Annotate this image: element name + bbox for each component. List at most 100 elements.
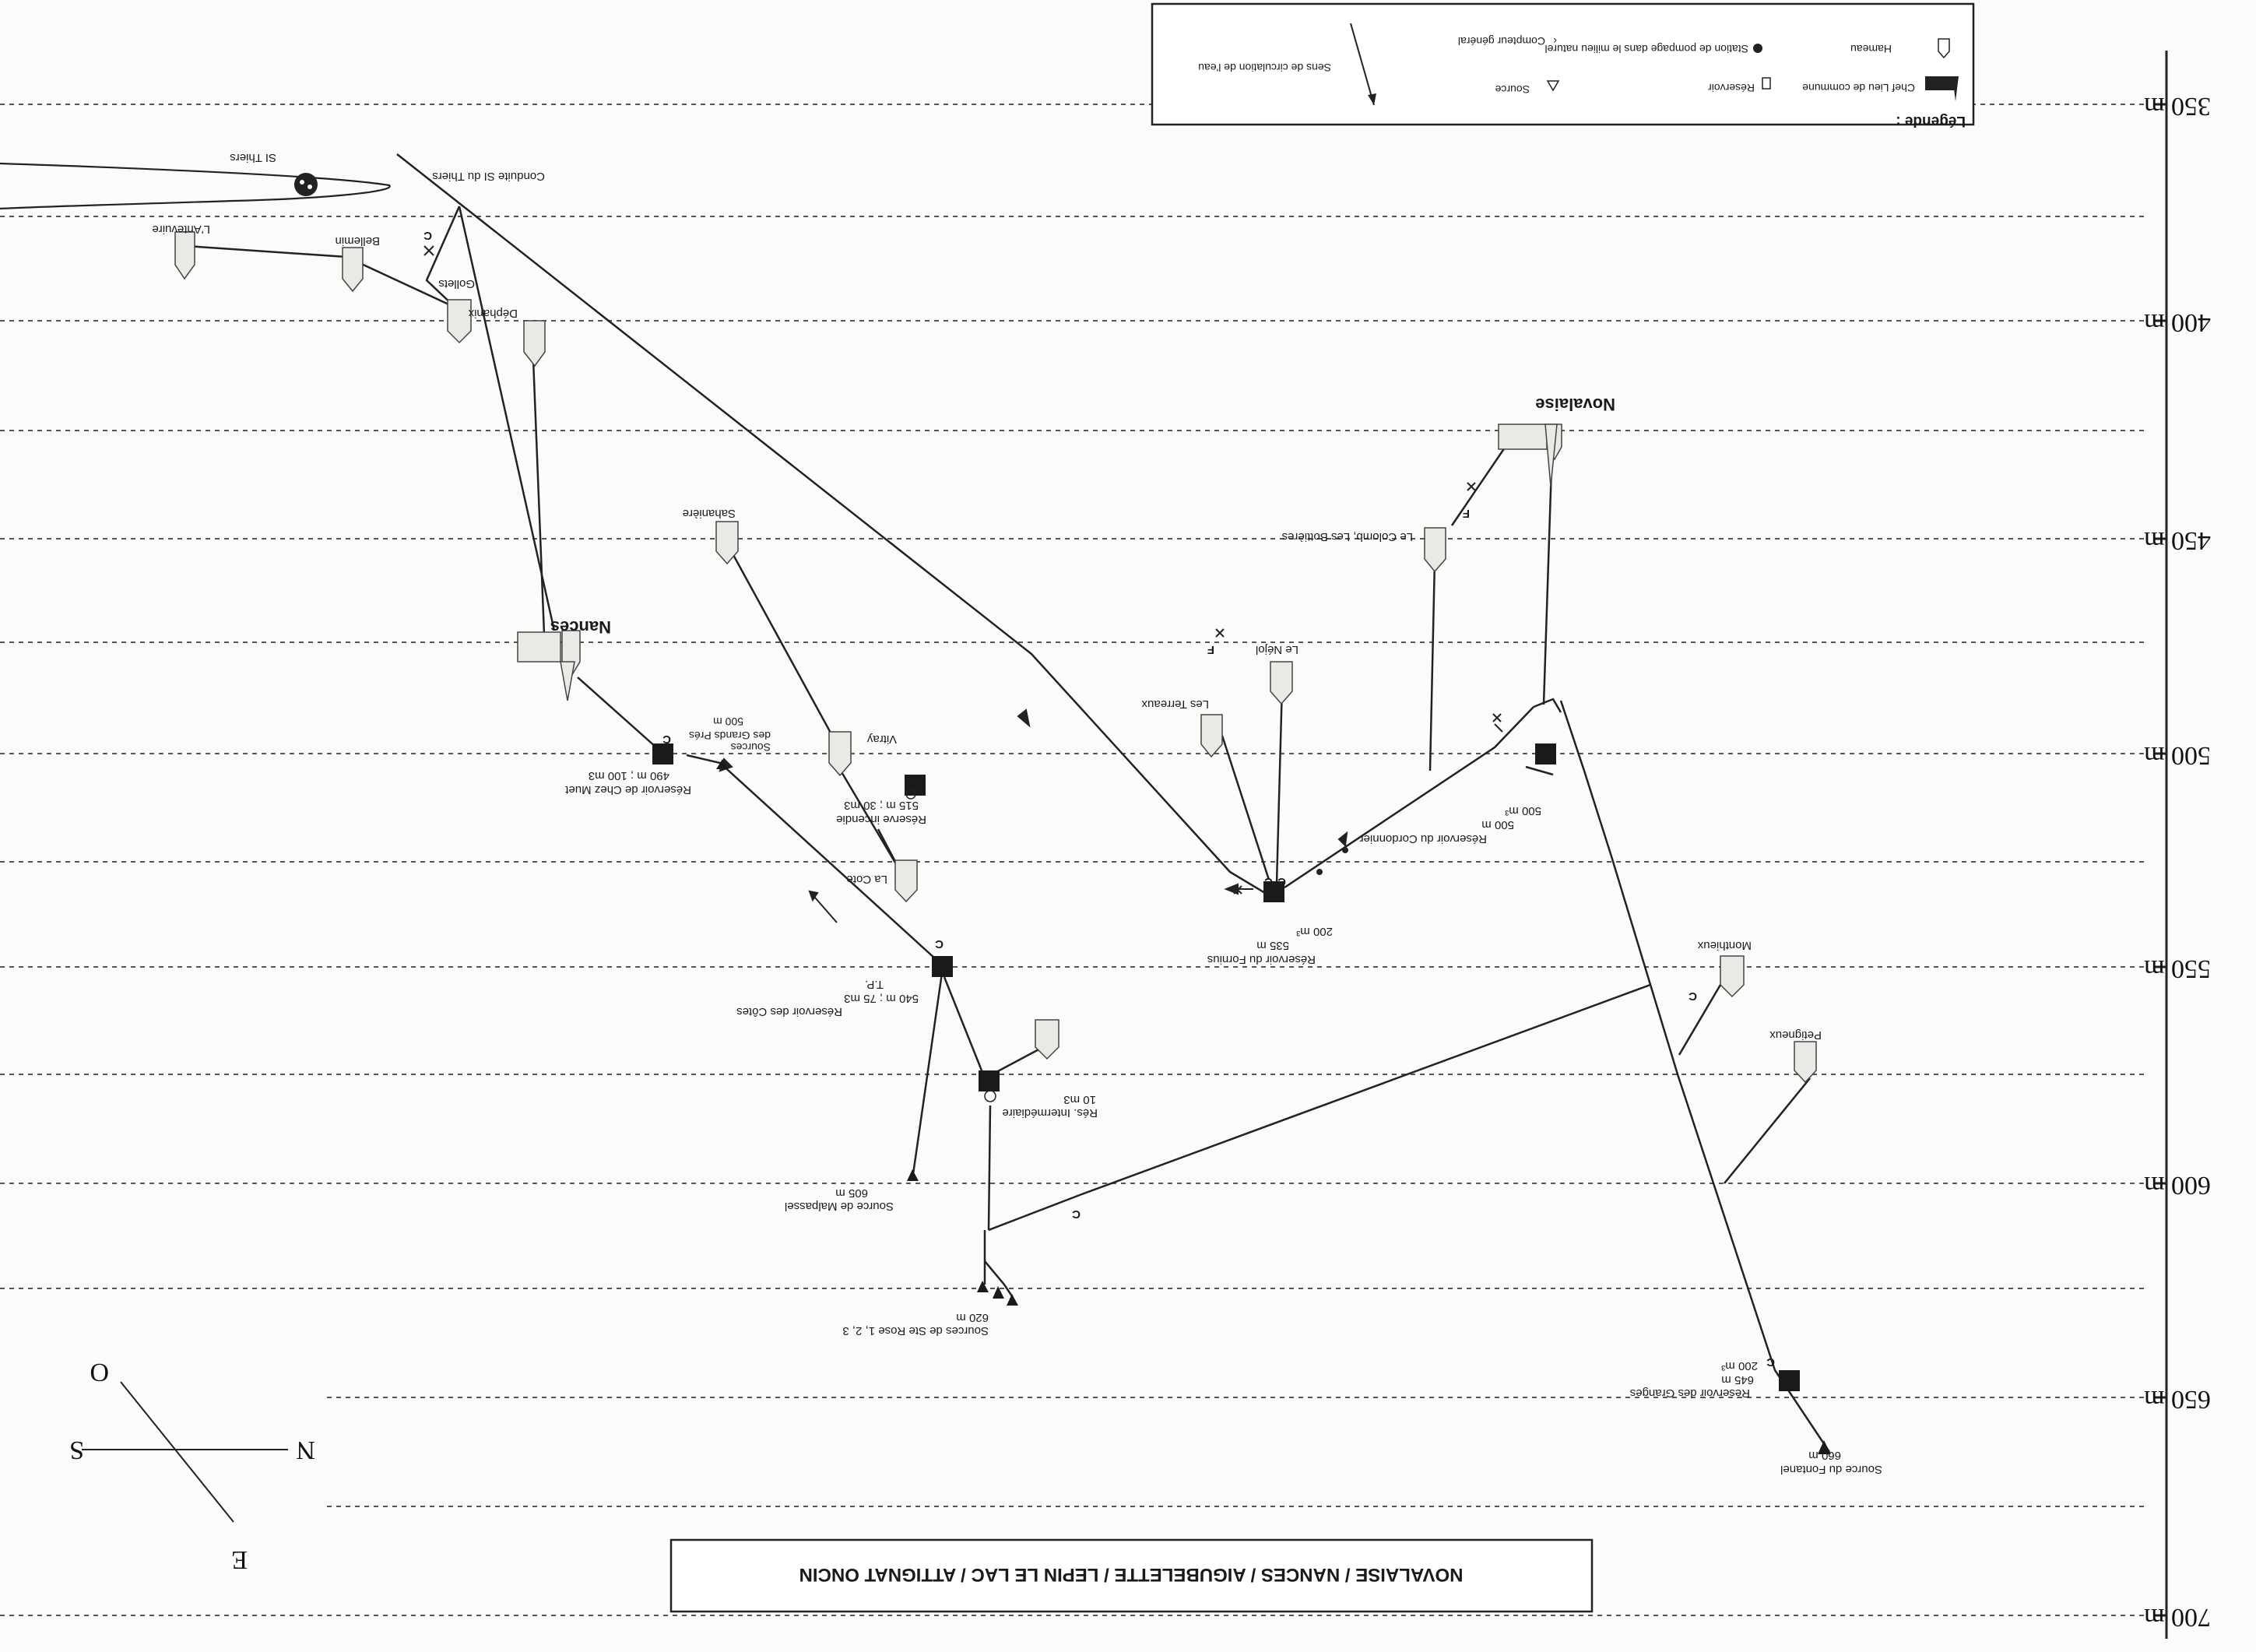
source-symbol-icon xyxy=(1546,80,1560,92)
label-fontanel-2: 660 m xyxy=(1808,1449,1841,1462)
hamlet-le-colomb-icon xyxy=(1424,527,1446,573)
label-chez-muet-2: 490 m ; 100 m3 xyxy=(589,769,669,782)
flow-symbol-icon xyxy=(1350,23,1375,106)
label-c-fornius-a: C xyxy=(1264,875,1273,888)
legend-source: Source xyxy=(1495,83,1530,96)
legend-reservoir: Réservoir xyxy=(1708,82,1755,94)
label-granges-1: Réservoir des Granges xyxy=(1630,1387,1750,1400)
axis-label-500: 500 m xyxy=(2144,741,2211,770)
label-petigneux: Petigneux xyxy=(1769,1028,1822,1042)
label-c-granges: C xyxy=(1766,1355,1775,1369)
altitude-axis: 350 m 400 m 450 m 500 m 550 m 600 m 650 … xyxy=(2144,51,2211,1639)
hamlet-intermediaire-top-icon xyxy=(1035,1019,1059,1060)
label-malpassel-2: 605 m xyxy=(835,1186,868,1200)
axis-label-700: 700 m xyxy=(2144,1603,2211,1632)
label-cordonnier-2: 500 m xyxy=(1481,818,1514,831)
reservoir-granges-icon xyxy=(1779,1370,1800,1391)
hamlet-petigneux-icon xyxy=(1794,1041,1817,1084)
source-malpassel-icon xyxy=(907,1169,919,1181)
source-ste-rose-2-icon xyxy=(993,1286,1004,1299)
hamlet-dephanix-icon xyxy=(447,299,472,344)
label-novalaise: Novalaise xyxy=(1535,395,1615,414)
hamlet-sahaniere-icon xyxy=(715,521,739,565)
label-c-chez-muet: C xyxy=(662,733,671,746)
hamlet-symbols xyxy=(174,231,1817,1084)
hameau-symbol-icon xyxy=(1938,38,1950,59)
label-ste-rose-1: Sources de Ste Rose 1, 2, 3 xyxy=(842,1324,989,1337)
label-c-cotes: C xyxy=(935,937,944,951)
hamlet-le-nejol-icon xyxy=(1270,661,1293,705)
station-si-thiers-icon xyxy=(294,173,318,196)
label-grands-pres-1: Sources xyxy=(731,741,771,754)
compass-o: O xyxy=(90,1358,109,1387)
legend-station: Station de pompage dans le milieu nature… xyxy=(1544,43,1748,55)
reservoir-intermediaire-icon xyxy=(979,1070,1000,1091)
legend-flow: Sens de circulation de l'eau xyxy=(1198,62,1331,74)
label-les-terreaux: Les Terreaux xyxy=(1141,698,1209,711)
legend-heading: Légende : xyxy=(1896,113,1966,129)
commune-nances xyxy=(517,630,581,701)
label-fontanel-1: Source du Fontanel xyxy=(1780,1463,1882,1476)
commune-symbol-icon xyxy=(1925,76,1956,90)
label-conduite: Conduite SI du Thiers xyxy=(432,170,545,183)
label-c-conduite: C xyxy=(423,229,432,242)
compass: O S N E xyxy=(69,1358,315,1574)
reservoir-symbol-icon xyxy=(1762,77,1771,90)
source-grands-pres-icon xyxy=(716,759,728,769)
reservoir-fornius-icon xyxy=(1263,881,1284,902)
compass-n: N xyxy=(296,1436,315,1464)
hamlet-monthieux-icon xyxy=(1720,955,1745,998)
label-cotes-3: T.P. xyxy=(865,978,884,991)
hamlet-lanteuvaire-icon xyxy=(174,231,195,280)
source-ste-rose-3-icon xyxy=(1007,1294,1018,1306)
hamlet-les-terreaux-icon xyxy=(1200,714,1223,758)
label-c-fornius-b: C xyxy=(1277,875,1286,888)
label-granges-3: 200 m³ xyxy=(1721,1359,1758,1373)
label-intermediaire-2: 10 m3 xyxy=(1063,1093,1096,1106)
label-f-nejol: F xyxy=(1207,643,1214,656)
reservoir-chez-muet-icon xyxy=(652,743,673,764)
label-chez-muet-1: Réservoir de Chez Muet xyxy=(564,783,691,796)
label-vitray: Vitray xyxy=(866,733,897,746)
legend-compteur: Compteur général xyxy=(1458,35,1545,47)
reservoir-cordonnier-icon xyxy=(1535,743,1556,764)
label-c-ste-rose: C xyxy=(1072,1207,1081,1221)
label-le-nejol: Le Néjol xyxy=(1256,643,1298,656)
compteur-symbol-icon: ‹ xyxy=(1553,35,1557,47)
station-symbol-icon xyxy=(1753,44,1762,53)
legend-hameau: Hameau xyxy=(1850,43,1892,55)
labels: Conduite SI du Thiers SI Thiers L'Antevu… xyxy=(152,151,1882,1476)
legend: Légende : Chef Lieu de commune Hameau Ré… xyxy=(1151,2,1975,129)
label-nances: Nances xyxy=(550,617,611,637)
label-cordonnier-1: Réservoir du Cordonnier xyxy=(1360,832,1487,845)
altitude-grid xyxy=(0,104,2149,1616)
label-lanteuvaire: L'Antevuire xyxy=(152,223,210,236)
label-cotes-1: Réservoir des Côtes xyxy=(736,1005,842,1018)
label-sahaniere: Sahanière xyxy=(683,507,736,520)
flow-arrows xyxy=(719,708,1348,923)
commune-novalaise xyxy=(1498,424,1562,487)
reservoir-symbols xyxy=(652,743,1800,1391)
compass-e: E xyxy=(231,1545,248,1574)
label-incendie-1: Réserve incendie xyxy=(836,813,926,826)
axis-label-400: 400 m xyxy=(2144,308,2211,337)
label-grands-pres-3: 500 m xyxy=(713,715,743,728)
label-gollets: Gollets xyxy=(438,277,475,290)
label-intermediaire-1: Rés. Intermédiaire xyxy=(1002,1106,1098,1119)
label-dephanix: Déphanix xyxy=(468,307,518,320)
diagram-title: NOVALAISE / NANCES / AIGUBELETTE / LEPIN… xyxy=(799,1564,1464,1585)
label-c-monthieux: C xyxy=(1688,989,1697,1003)
label-si-thiers: SI Thiers xyxy=(230,151,276,164)
label-colomb: Le Colomb, Les Bottières xyxy=(1282,530,1413,543)
label-fornius-3: 200 m³ xyxy=(1296,925,1333,938)
axis-label-600: 600 m xyxy=(2144,1171,2211,1200)
label-granges-2: 645 m xyxy=(1721,1373,1754,1387)
label-ste-rose-2: 620 m xyxy=(956,1311,989,1324)
label-monthieux: Monthieux xyxy=(1697,939,1752,952)
compass-s: S xyxy=(69,1436,84,1464)
source-symbols xyxy=(716,759,1831,1454)
source-fontanel-icon xyxy=(1818,1440,1831,1454)
hamlet-vitray-icon xyxy=(828,731,852,777)
